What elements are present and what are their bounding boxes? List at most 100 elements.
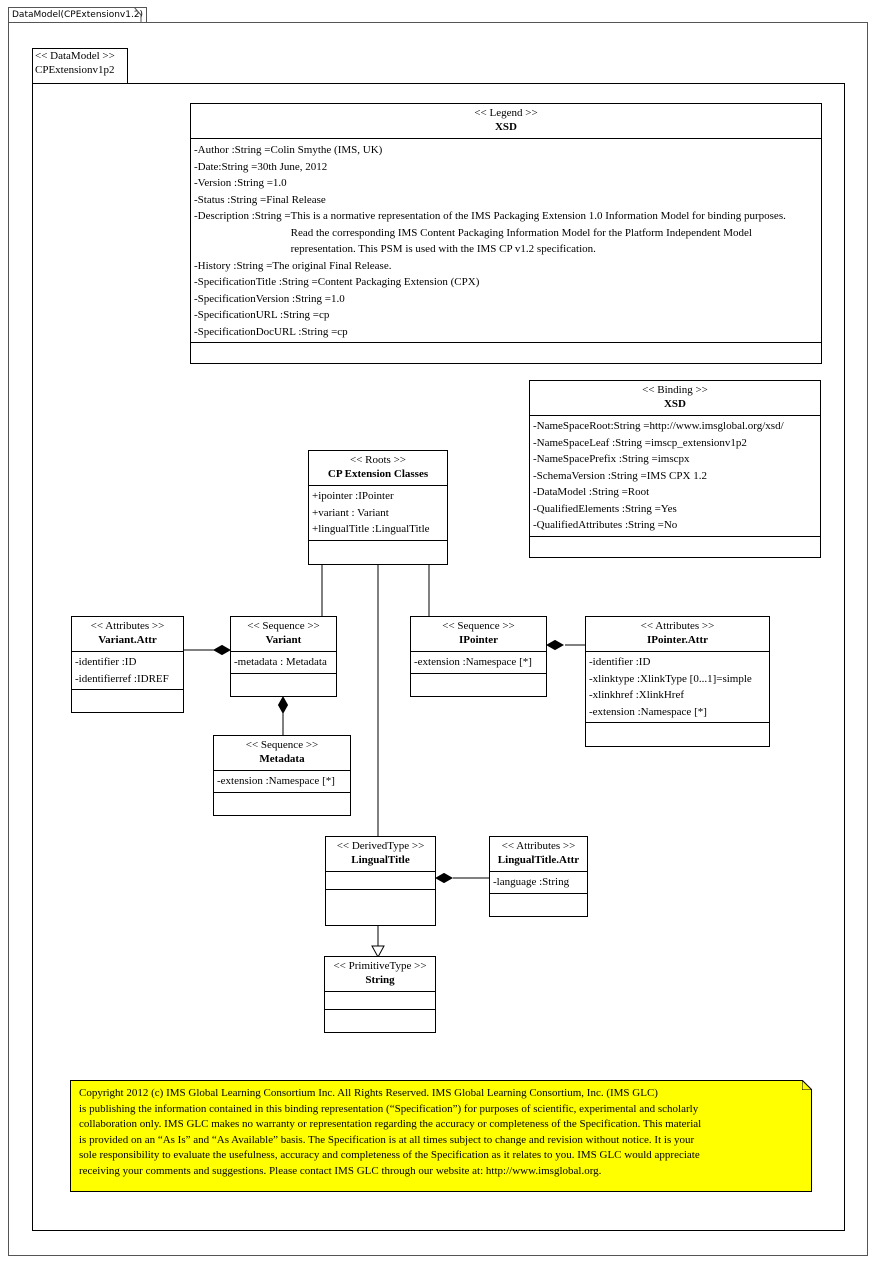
roots-stereotype: << Roots >> (350, 454, 406, 466)
composition-diamond-variant (212, 644, 232, 656)
legend-description: -Description :String = This is a normati… (194, 208, 818, 258)
legend-operations (191, 343, 821, 360)
legend-attr: -Date:String =30th June, 2012 (194, 160, 328, 173)
ipointer-attributes: -extension :Namespace [*] (411, 652, 546, 674)
variant-attr-operations (72, 690, 183, 707)
binding-attr: -NameSpaceRoot:String =http://www.imsglo… (533, 420, 784, 432)
note-line: is publishing the information contained … (79, 1102, 699, 1115)
binding-attr: -QualifiedAttributes :String =No (533, 519, 678, 531)
roots-attr: +variant : Variant (312, 506, 389, 519)
variant-attr-class: << Attributes >> Variant.Attr -identifie… (71, 616, 184, 713)
binding-attr: -SchemaVersion :String =IMS CPX 1.2 (533, 469, 707, 482)
metadata-attributes: -extension :Namespace [*] (214, 771, 350, 793)
legend-attr: -History :String =The original Final Rel… (194, 259, 392, 272)
lingualtitle-operations (326, 890, 435, 907)
legend-attr: -Author :String =Colin Smythe (IMS, UK) (194, 144, 383, 156)
roots-class: << Roots >> CP Extension Classes +ipoint… (308, 450, 448, 565)
roots-header: << Roots >> CP Extension Classes (309, 451, 447, 486)
legend-class: << Legend >> XSD -Author :String =Colin … (190, 103, 822, 364)
ipointer-attr-operations (586, 723, 769, 740)
lingualtitle-attr-operations (490, 894, 587, 911)
string-class: << PrimitiveType >> String (324, 956, 436, 1033)
legend-header: << Legend >> XSD (191, 104, 821, 139)
legend-name: XSD (494, 121, 517, 133)
variant-attr: -metadata : Metadata (234, 656, 327, 668)
variant-attr-name: Variant.Attr (98, 634, 157, 646)
frame-title: DataModel(CPExtensionv1.2) (12, 10, 144, 20)
string-name: String (365, 974, 395, 986)
lingualtitle-attributes (326, 872, 435, 890)
variant-name: Variant (265, 634, 302, 646)
binding-name: XSD (663, 398, 686, 410)
lingualtitle-name: LingualTitle (351, 854, 410, 866)
package-name: CPExtensionv1p2 (35, 64, 115, 76)
legend-attr: -SpecificationTitle :String =Content Pac… (194, 276, 480, 288)
lingualtitle-class: << DerivedType >> LingualTitle (325, 836, 436, 926)
metadata-header: << Sequence >> Metadata (214, 736, 350, 771)
copyright-note: Copyright 2012 (c) IMS Global Learning C… (70, 1080, 812, 1192)
string-header: << PrimitiveType >> String (325, 957, 435, 992)
roots-name: CP Extension Classes (327, 468, 429, 480)
roots-attr: +ipointer :IPointer (312, 490, 394, 502)
lingualtitle-attr-stereotype: << Attributes >> (501, 840, 576, 852)
ipointer-attr-stereotype: << Attributes >> (640, 620, 715, 632)
note-line: is provided on an “As Is” and “As Availa… (79, 1133, 695, 1146)
roots-attributes: +ipointer :IPointer +variant : Variant +… (309, 486, 447, 541)
legend-attr: -SpecificationDocURL :String =cp (194, 325, 348, 338)
variant-attr-attr: -identifierref :IDREF (75, 672, 169, 685)
lingualtitle-attr-class: << Attributes >> LingualTitle.Attr -lang… (489, 836, 588, 917)
lingualtitle-attr-attributes: -language :String (490, 872, 587, 894)
binding-attr: -QualifiedElements :String =Yes (533, 502, 677, 515)
variant-attributes: -metadata : Metadata (231, 652, 336, 674)
variant-attr-attributes: -identifier :ID -identifierref :IDREF (72, 652, 183, 690)
ipointer-attr-class: << Attributes >> IPointer.Attr -identifi… (585, 616, 770, 747)
string-stereotype: << PrimitiveType >> (333, 960, 427, 972)
roots-attr: +lingualTitle :LingualTitle (312, 523, 430, 535)
variant-attr-attr: -identifier :ID (75, 656, 137, 668)
ipointer-attr-attributes: -identifier :ID -xlinktype :XlinkType [0… (586, 652, 769, 723)
note-line: Copyright 2012 (c) IMS Global Learning C… (79, 1087, 658, 1099)
binding-stereotype: << Binding >> (642, 384, 708, 396)
ipointer-attr-attr: -identifier :ID (589, 656, 651, 668)
note-line: receiving your comments and suggestions.… (79, 1164, 602, 1177)
variant-stereotype: << Sequence >> (247, 620, 320, 632)
ipointer-attr-attr: -xlinktype :XlinkType [0...1]=simple (589, 672, 752, 685)
string-operations (325, 1010, 435, 1027)
ipointer-attr-header: << Attributes >> IPointer.Attr (586, 617, 769, 652)
composition-diamond-metadata (277, 695, 289, 715)
ipointer-class: << Sequence >> IPointer -extension :Name… (410, 616, 547, 697)
roots-operations (309, 541, 447, 558)
frame-title-tab: DataModel(CPExtensionv1.2) (8, 7, 148, 22)
string-attributes (325, 992, 435, 1010)
legend-attr: -SpecificationVersion :String =1.0 (194, 292, 345, 305)
ipointer-attr-attr: -extension :Namespace [*] (589, 705, 707, 718)
metadata-name: Metadata (259, 753, 305, 765)
lingualtitle-attr-header: << Attributes >> LingualTitle.Attr (490, 837, 587, 872)
ipointer-attr-name: IPointer.Attr (647, 634, 708, 646)
package-body (32, 83, 845, 1231)
composition-diamond-lingualtitle (434, 872, 454, 884)
legend-attr: -Status :String =Final Release (194, 193, 326, 206)
binding-attr: -NameSpaceLeaf :String =imscp_extensionv… (533, 436, 747, 449)
legend-description-label: -Description :String = (194, 210, 291, 222)
note-line: collaboration only. IMS GLC makes no war… (79, 1118, 702, 1130)
variant-attr-stereotype: << Attributes >> (90, 620, 165, 632)
binding-operations (530, 537, 820, 554)
legend-attr: -Version :String =1.0 (194, 177, 287, 189)
metadata-stereotype: << Sequence >> (245, 739, 319, 751)
lingualtitle-attr-name: LingualTitle.Attr (497, 854, 580, 866)
diagram-frame (8, 22, 868, 1256)
note-line: sole responsibility to evaluate the usef… (79, 1149, 700, 1161)
note-fold-corner (802, 1080, 812, 1090)
metadata-class: << Sequence >> Metadata -extension :Name… (213, 735, 351, 816)
binding-header: << Binding >> XSD (530, 381, 820, 416)
ipointer-operations (411, 674, 546, 691)
binding-class: << Binding >> XSD -NameSpaceRoot:String … (529, 380, 821, 558)
binding-attributes: -NameSpaceRoot:String =http://www.imsglo… (530, 416, 820, 537)
ipointer-header: << Sequence >> IPointer (411, 617, 546, 652)
ipointer-attr: -extension :Namespace [*] (414, 656, 532, 668)
metadata-operations (214, 793, 350, 810)
legend-stereotype: << Legend >> (474, 107, 538, 119)
lingualtitle-stereotype: << DerivedType >> (336, 840, 425, 852)
